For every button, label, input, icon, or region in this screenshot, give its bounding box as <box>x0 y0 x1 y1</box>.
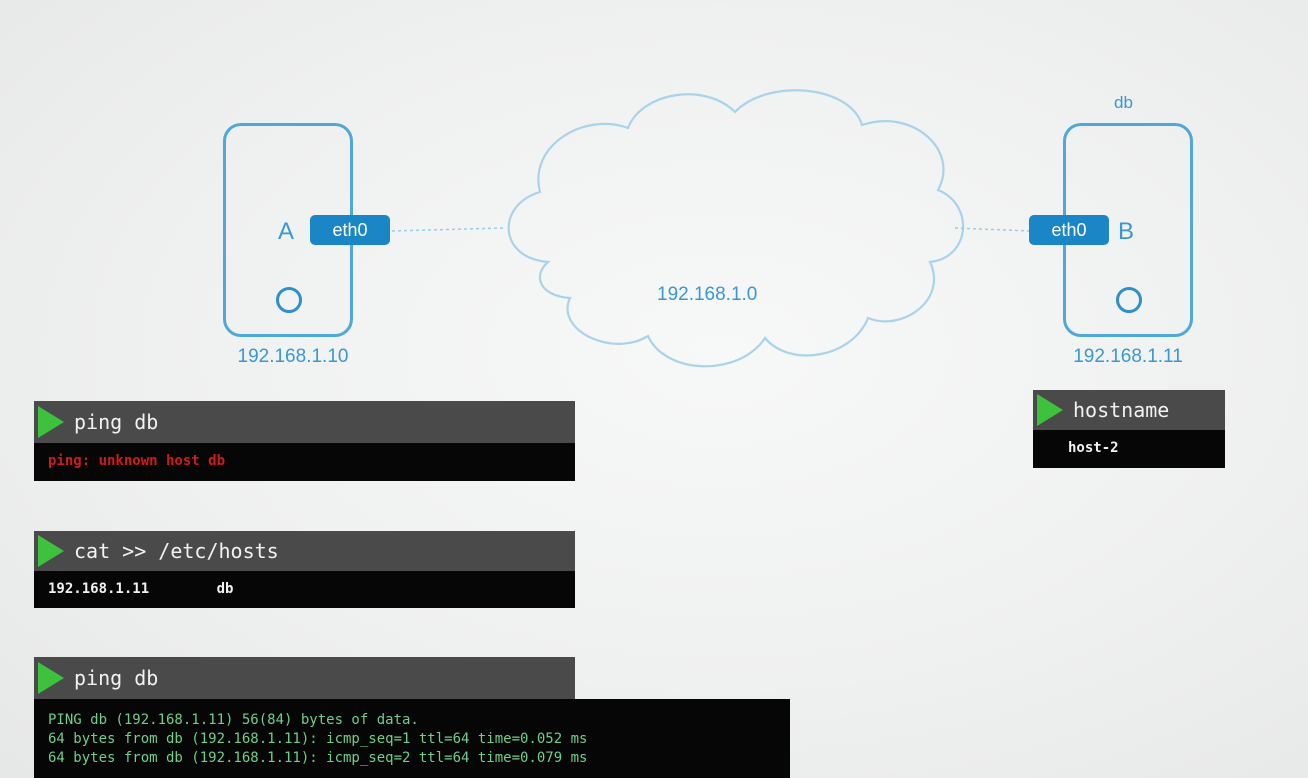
link-a-to-cloud <box>391 227 504 232</box>
terminal-hosts-file-output: 192.168.1.11 db <box>34 571 575 608</box>
terminal-ping-fail-header: ping db <box>34 401 575 443</box>
terminal-output-line: ping: unknown host db <box>48 453 226 469</box>
terminal-hostname-command: hostname <box>1073 398 1170 422</box>
terminal-hostname-header: hostname <box>1033 390 1225 430</box>
prompt-triangle-icon <box>38 406 64 438</box>
host-b-port-icon <box>1116 287 1142 313</box>
terminal-hosts-file-header: cat >> /etc/hosts <box>34 531 575 571</box>
terminal-output-line: PING db (192.168.1.11) 56(84) bytes of d… <box>48 712 419 728</box>
cloud-icon <box>507 89 964 368</box>
host-b-letter: B <box>1118 218 1135 245</box>
terminal-hosts-file: cat >> /etc/hosts 192.168.1.11 db <box>34 531 575 608</box>
terminal-ping-ok: ping db PING db (192.168.1.11) 56(84) by… <box>34 657 790 778</box>
terminal-output-line: host-2 <box>1068 440 1119 456</box>
terminal-ping-fail-output: ping: unknown host db <box>34 443 575 481</box>
terminal-output-line: 64 bytes from db (192.168.1.11): icmp_se… <box>48 731 588 747</box>
terminal-ping-fail-command: ping db <box>74 410 159 434</box>
prompt-triangle-icon <box>38 535 64 567</box>
terminal-output-line: 192.168.1.11 db <box>48 581 234 597</box>
terminal-hostname: hostname host-2 <box>1033 390 1225 468</box>
link-b-to-cloud <box>954 227 1031 232</box>
terminal-ping-ok-header: ping db <box>34 657 575 699</box>
prompt-triangle-icon <box>1037 394 1063 426</box>
host-a-port-icon <box>276 287 302 313</box>
terminal-ping-ok-output: PING db (192.168.1.11) 56(84) bytes of d… <box>34 699 790 778</box>
host-a-ip: 192.168.1.10 <box>237 346 349 367</box>
host-b-nic: eth0 <box>1029 215 1109 245</box>
network-address: 192.168.1.0 <box>657 284 758 305</box>
host-b-ip: 192.168.1.11 <box>1073 346 1183 367</box>
host-a-letter: A <box>278 218 295 245</box>
terminal-hostname-output: host-2 <box>1033 430 1225 468</box>
host-b-name: db <box>1114 93 1133 112</box>
host-a-nic: eth0 <box>310 215 390 245</box>
terminal-ping-ok-command: ping db <box>74 666 159 690</box>
terminal-ping-fail: ping db ping: unknown host db <box>34 401 575 481</box>
terminal-output-line: 64 bytes from db (192.168.1.11): icmp_se… <box>48 750 588 766</box>
terminal-hosts-file-command: cat >> /etc/hosts <box>74 539 279 563</box>
prompt-triangle-icon <box>38 662 64 694</box>
